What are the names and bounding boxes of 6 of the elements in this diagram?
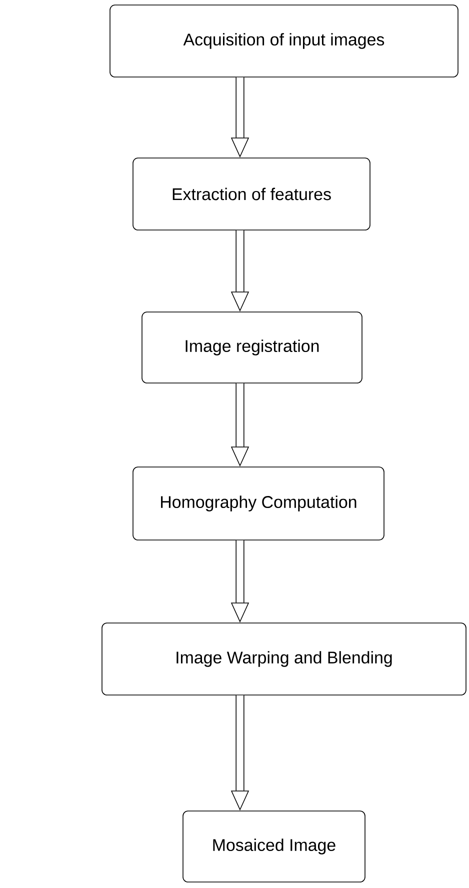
- process-box: Image Warping and Blending: [102, 622, 466, 696]
- process-box: Extraction of features: [132, 158, 370, 230]
- process-box: Mosaiced Image: [182, 810, 366, 882]
- process-box: Homography Computation: [132, 466, 384, 540]
- process-box: Image registration: [142, 312, 362, 384]
- process-box: Acquisition of input images: [110, 4, 458, 78]
